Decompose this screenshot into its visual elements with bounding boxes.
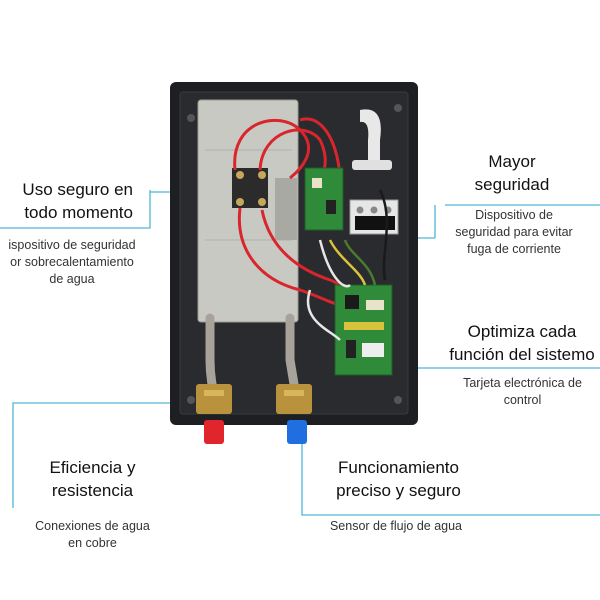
callout-mid-right-desc-line-2: control (503, 393, 542, 407)
callout-top-right-title-line-1: Mayor (488, 152, 536, 171)
screw-icon (187, 396, 195, 404)
brass-connector-cold (276, 384, 312, 414)
callout-bottom-right-title-line-2: preciso y seguro (336, 481, 461, 500)
callout-bottom-left-title-line-1: Eficiencia y (49, 458, 136, 477)
control-board (334, 284, 393, 376)
callout-mid-right-description: Tarjeta electrónica de control (450, 375, 595, 409)
cold-water-inlet (287, 420, 307, 444)
screw-icon (394, 104, 402, 112)
callout-top-right-title: Mayor seguridad (452, 150, 572, 196)
callout-top-left-description: ispositivo de seguridad or sobrecalentam… (0, 237, 144, 288)
callout-bottom-left-desc-line-1: Conexiones de agua (35, 519, 150, 533)
pcb-small (304, 167, 344, 231)
water-inlets (204, 420, 307, 444)
screw-icon (394, 396, 402, 404)
bracket (275, 178, 297, 240)
callout-bottom-left-title-line-2: resistencia (51, 481, 134, 500)
callout-top-left-desc-line-2: or sobrecalentamiento (10, 255, 134, 269)
brass-connector-hot (196, 384, 232, 414)
callout-top-left-title: Uso seguro en todo momento (0, 178, 133, 224)
callout-mid-right-desc-line-1: Tarjeta electrónica de (463, 376, 582, 390)
heating-element (197, 99, 299, 323)
safety-relay (349, 199, 399, 235)
brass-connectors (196, 384, 312, 414)
leader-line-top-left (0, 190, 151, 229)
callout-mid-right-title-line-1: Optimiza cada (467, 322, 577, 341)
callout-top-left-desc-line-3: de agua (49, 272, 95, 286)
callout-top-left-title-line-2: todo momento (24, 203, 133, 222)
callout-bottom-left-desc-line-2: en cobre (68, 536, 117, 550)
heater-plate (197, 99, 299, 323)
hot-water-inlet (204, 420, 224, 444)
callout-bottom-left-description: Conexiones de agua en cobre (20, 518, 165, 552)
callout-bottom-right-desc-line-1: Sensor de flujo de agua (329, 519, 463, 533)
callout-top-right-desc-line-2: seguridad para evitar (455, 225, 573, 239)
callout-mid-right-title-line-2: función del sistemo (449, 345, 595, 364)
callout-mid-right-title: Optimiza cada función del sistemo (432, 320, 600, 366)
pipe-fitting (352, 109, 392, 170)
callout-bottom-right-description: Sensor de flujo de agua (306, 518, 486, 535)
callout-top-right-desc-line-1: Dispositivo de (475, 208, 553, 222)
copper-pipes (205, 313, 299, 389)
signal-wires (306, 189, 389, 341)
callout-top-right-description: Dispositivo de seguridad para evitar fug… (446, 207, 582, 258)
callout-top-right-desc-line-3: fuga de corriente (467, 242, 561, 256)
callout-bottom-left-title: Eficiencia y resistencia (30, 456, 155, 502)
callout-bottom-right-title-line-1: Funcionamiento (338, 458, 459, 477)
callout-top-right-title-line-2: seguridad (474, 175, 550, 194)
callout-top-left-desc-line-1: ispositivo de seguridad (8, 238, 136, 252)
callout-bottom-right-title: Funcionamiento preciso y seguro (316, 456, 481, 502)
callout-top-left-title-line-1: Uso seguro en (22, 180, 133, 199)
screw-icon (187, 114, 195, 122)
leader-line-bottom-left (12, 402, 200, 508)
